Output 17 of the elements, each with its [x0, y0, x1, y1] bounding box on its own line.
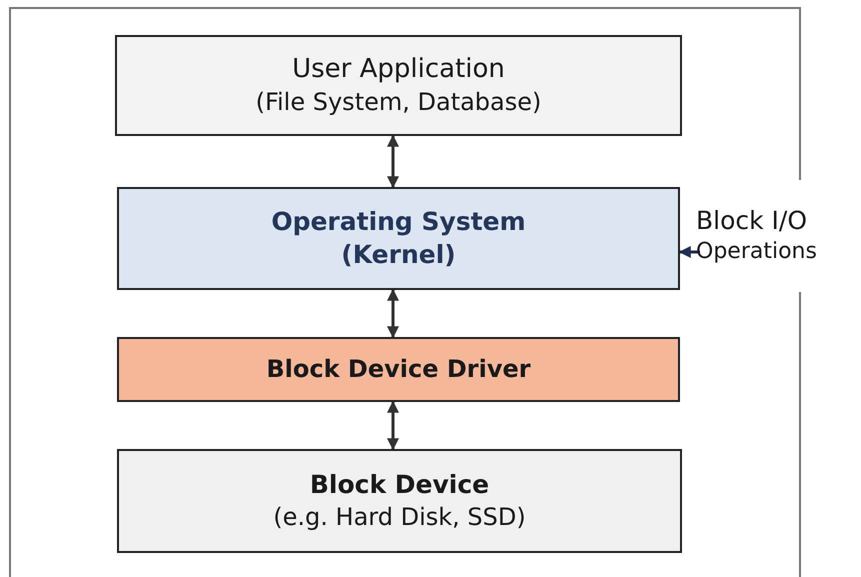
layer-subtitle: (Kernel) [341, 238, 456, 270]
double-arrow [387, 134, 399, 188]
layer-box [117, 187, 680, 290]
annotation-text: Operations [696, 238, 817, 266]
layer-box [117, 449, 682, 553]
double-arrow [387, 400, 399, 450]
layer-title: Operating System [271, 206, 526, 238]
layer-box [117, 337, 680, 402]
double-arrow [387, 288, 399, 338]
layer-title: Block Device Driver [266, 354, 531, 385]
layer-title: User Application [292, 53, 505, 86]
arrow [678, 246, 700, 258]
layer-box [115, 35, 682, 136]
layer-subtitle: (e.g. Hard Disk, SSD) [273, 502, 526, 533]
layer-title: Block Device [310, 469, 490, 502]
annotation-text: Block I/O [696, 205, 808, 238]
layer-subtitle: (File System, Database) [256, 86, 542, 118]
